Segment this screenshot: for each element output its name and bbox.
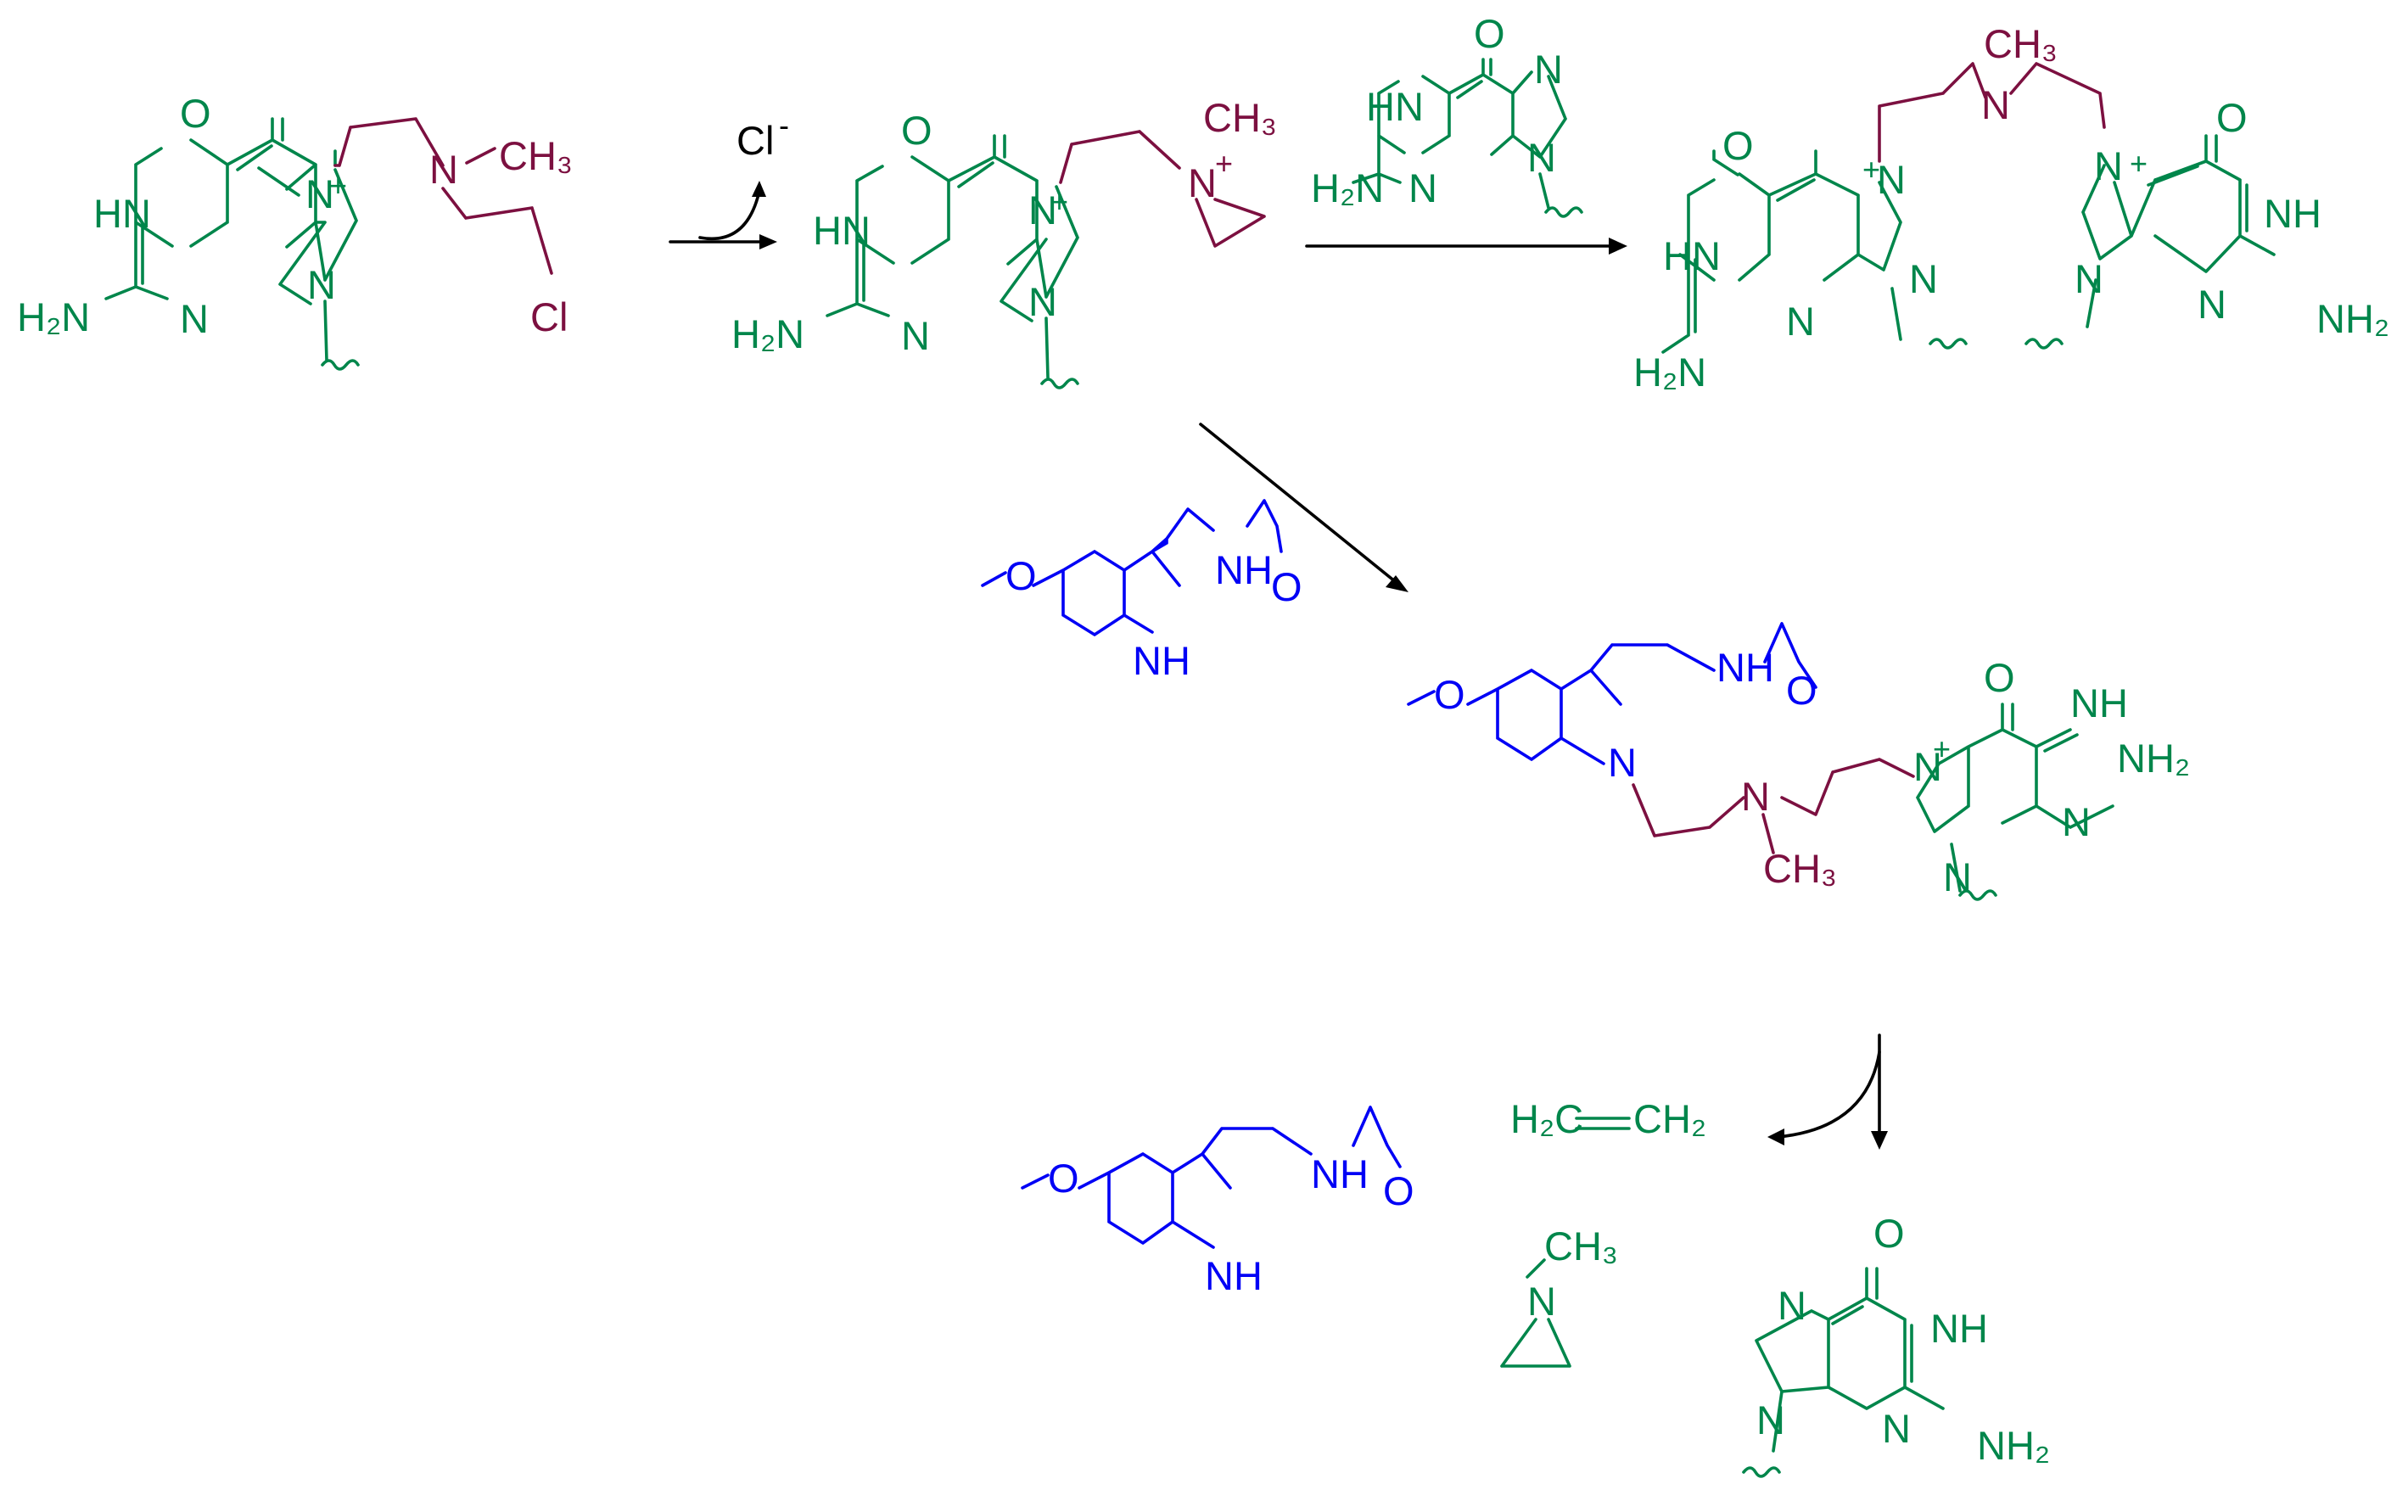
n1-h-label: HN [813, 208, 871, 253]
amine-right-label: NH₂ [2316, 296, 2389, 341]
melatonin-product: O NH O NH [1021, 1106, 1414, 1298]
arrow-step-4 [1767, 1033, 1888, 1150]
amine-left-label: H₂N [1633, 350, 1706, 395]
plus-label: + [1215, 146, 1233, 181]
crosslink-methyl-label: CH₃ [1984, 21, 2058, 66]
amine-label: H₂N [17, 294, 90, 339]
amide-o-label: O [1383, 1168, 1414, 1213]
aziridinium-intermediate: + N O HN H₂N N N N + CH₃ [731, 95, 1277, 389]
indole-n-label: N [1608, 740, 1637, 785]
ethylene-product: H₂C CH₂ [1510, 1096, 1706, 1141]
guanine-product: N O NH NH₂ N N [1742, 1211, 2050, 1478]
methoxy-o-label: O [1434, 672, 1465, 717]
carbonyl-o-label: O [1474, 11, 1505, 56]
crosslink-n-label: N [1981, 82, 2010, 127]
n1-h-label: HN [93, 191, 151, 236]
n7-label: N [1778, 1283, 1806, 1328]
carbonyl-o-right-label: O [2216, 95, 2248, 140]
melatonin-guanine-adduct: O NH O N N CH₃ + N O NH NH₂ N N [1407, 622, 2190, 901]
carbonyl-o-label: O [180, 91, 211, 136]
n9-left-label: N [1909, 256, 1938, 301]
n9-label: N [1527, 135, 1556, 180]
n9-right-label: N [2075, 256, 2103, 301]
n1-h-right-label: NH [2264, 191, 2321, 236]
plus-label: + [2130, 146, 2148, 181]
n7-label: N [1028, 188, 1057, 232]
indole-nh-label: NH [1205, 1253, 1263, 1298]
mustard-n-label: N [429, 147, 458, 192]
mustard-methyl-label: CH₃ [499, 133, 573, 178]
n9-label: N [1756, 1397, 1785, 1442]
n7-label: N [305, 171, 334, 216]
plus-label: + [1862, 152, 1880, 187]
arrow-step-1: Cl - [669, 108, 789, 249]
amine-label: H₂N [1311, 165, 1384, 210]
chloride-charge: - [779, 108, 789, 143]
amide-nh-label: NH [1311, 1151, 1369, 1196]
aziridine-methyl-label: CH₃ [1544, 1224, 1618, 1268]
n3-label: N [2062, 799, 2091, 844]
melatonin-reagent: O NH O NH [981, 499, 1302, 683]
n7-label: N [1534, 47, 1563, 92]
aziridinium-n-label: N [1188, 160, 1217, 205]
amine-label: NH₂ [2117, 736, 2190, 781]
n3-right-label: N [2198, 282, 2226, 327]
amine-label: H₂N [731, 311, 804, 356]
carbonyl-o-label: O [1984, 655, 2015, 700]
indole-nh-label: NH [1133, 638, 1190, 683]
ethylene-left-label: H₂C [1510, 1096, 1583, 1141]
n3-label: N [180, 296, 209, 341]
n9-label: N [1028, 279, 1057, 324]
chlorine-label: Cl [530, 294, 568, 339]
plus-label: + [1050, 184, 1068, 219]
aziridine-n-label: N [1527, 1279, 1556, 1324]
arrow-step-2 [1305, 238, 1627, 255]
n-methylaziridine-product: N CH₃ [1500, 1224, 1618, 1368]
chloride-label: Cl [736, 118, 774, 163]
n3-label: N [1882, 1406, 1911, 1451]
methoxy-o-label: O [1005, 553, 1037, 598]
guanine-reagent: O HN H₂N N N N [1311, 11, 1583, 218]
guanine-crosslink: + N O HN H₂N N N N CH₃ + N O NH NH₂ N N [1633, 21, 2389, 395]
amide-o-label: O [1271, 564, 1302, 609]
n1-h-left-label: HN [1663, 233, 1721, 278]
n9-label: N [307, 262, 336, 307]
plus-label: + [1933, 731, 1951, 766]
plus-label: + [329, 168, 347, 203]
arrow-step-3 [1199, 423, 1408, 592]
n7-label: N [1913, 744, 1942, 789]
linker-n-label: N [1741, 774, 1770, 819]
aziridinium-methyl-label: CH₃ [1203, 95, 1277, 140]
guanine-mustard-adduct: + N O HN H₂N N N N CH₃ Cl [17, 91, 573, 371]
n1-h-label: NH [1930, 1306, 1988, 1351]
linker-methyl-label: CH₃ [1763, 846, 1837, 891]
n1-h-label: HN [1366, 84, 1424, 129]
carbonyl-o-left-label: O [1722, 123, 1754, 168]
methoxy-o-label: O [1048, 1156, 1079, 1201]
n3-left-label: N [1786, 299, 1815, 344]
amide-nh-label: NH [1215, 547, 1273, 592]
n3-label: N [901, 313, 930, 358]
n3-label: N [1408, 165, 1437, 210]
n7-right-label: N [2094, 143, 2123, 188]
carbonyl-o-label: O [901, 108, 932, 153]
n1-h-label: NH [2070, 680, 2128, 725]
amide-o-label: O [1786, 668, 1817, 713]
ethylene-right-label: CH₂ [1633, 1096, 1706, 1141]
amide-nh-label: NH [1716, 645, 1774, 690]
amine-label: NH₂ [1977, 1423, 2050, 1468]
n7-left-label: N [1877, 157, 1906, 202]
carbonyl-o-label: O [1873, 1211, 1905, 1256]
